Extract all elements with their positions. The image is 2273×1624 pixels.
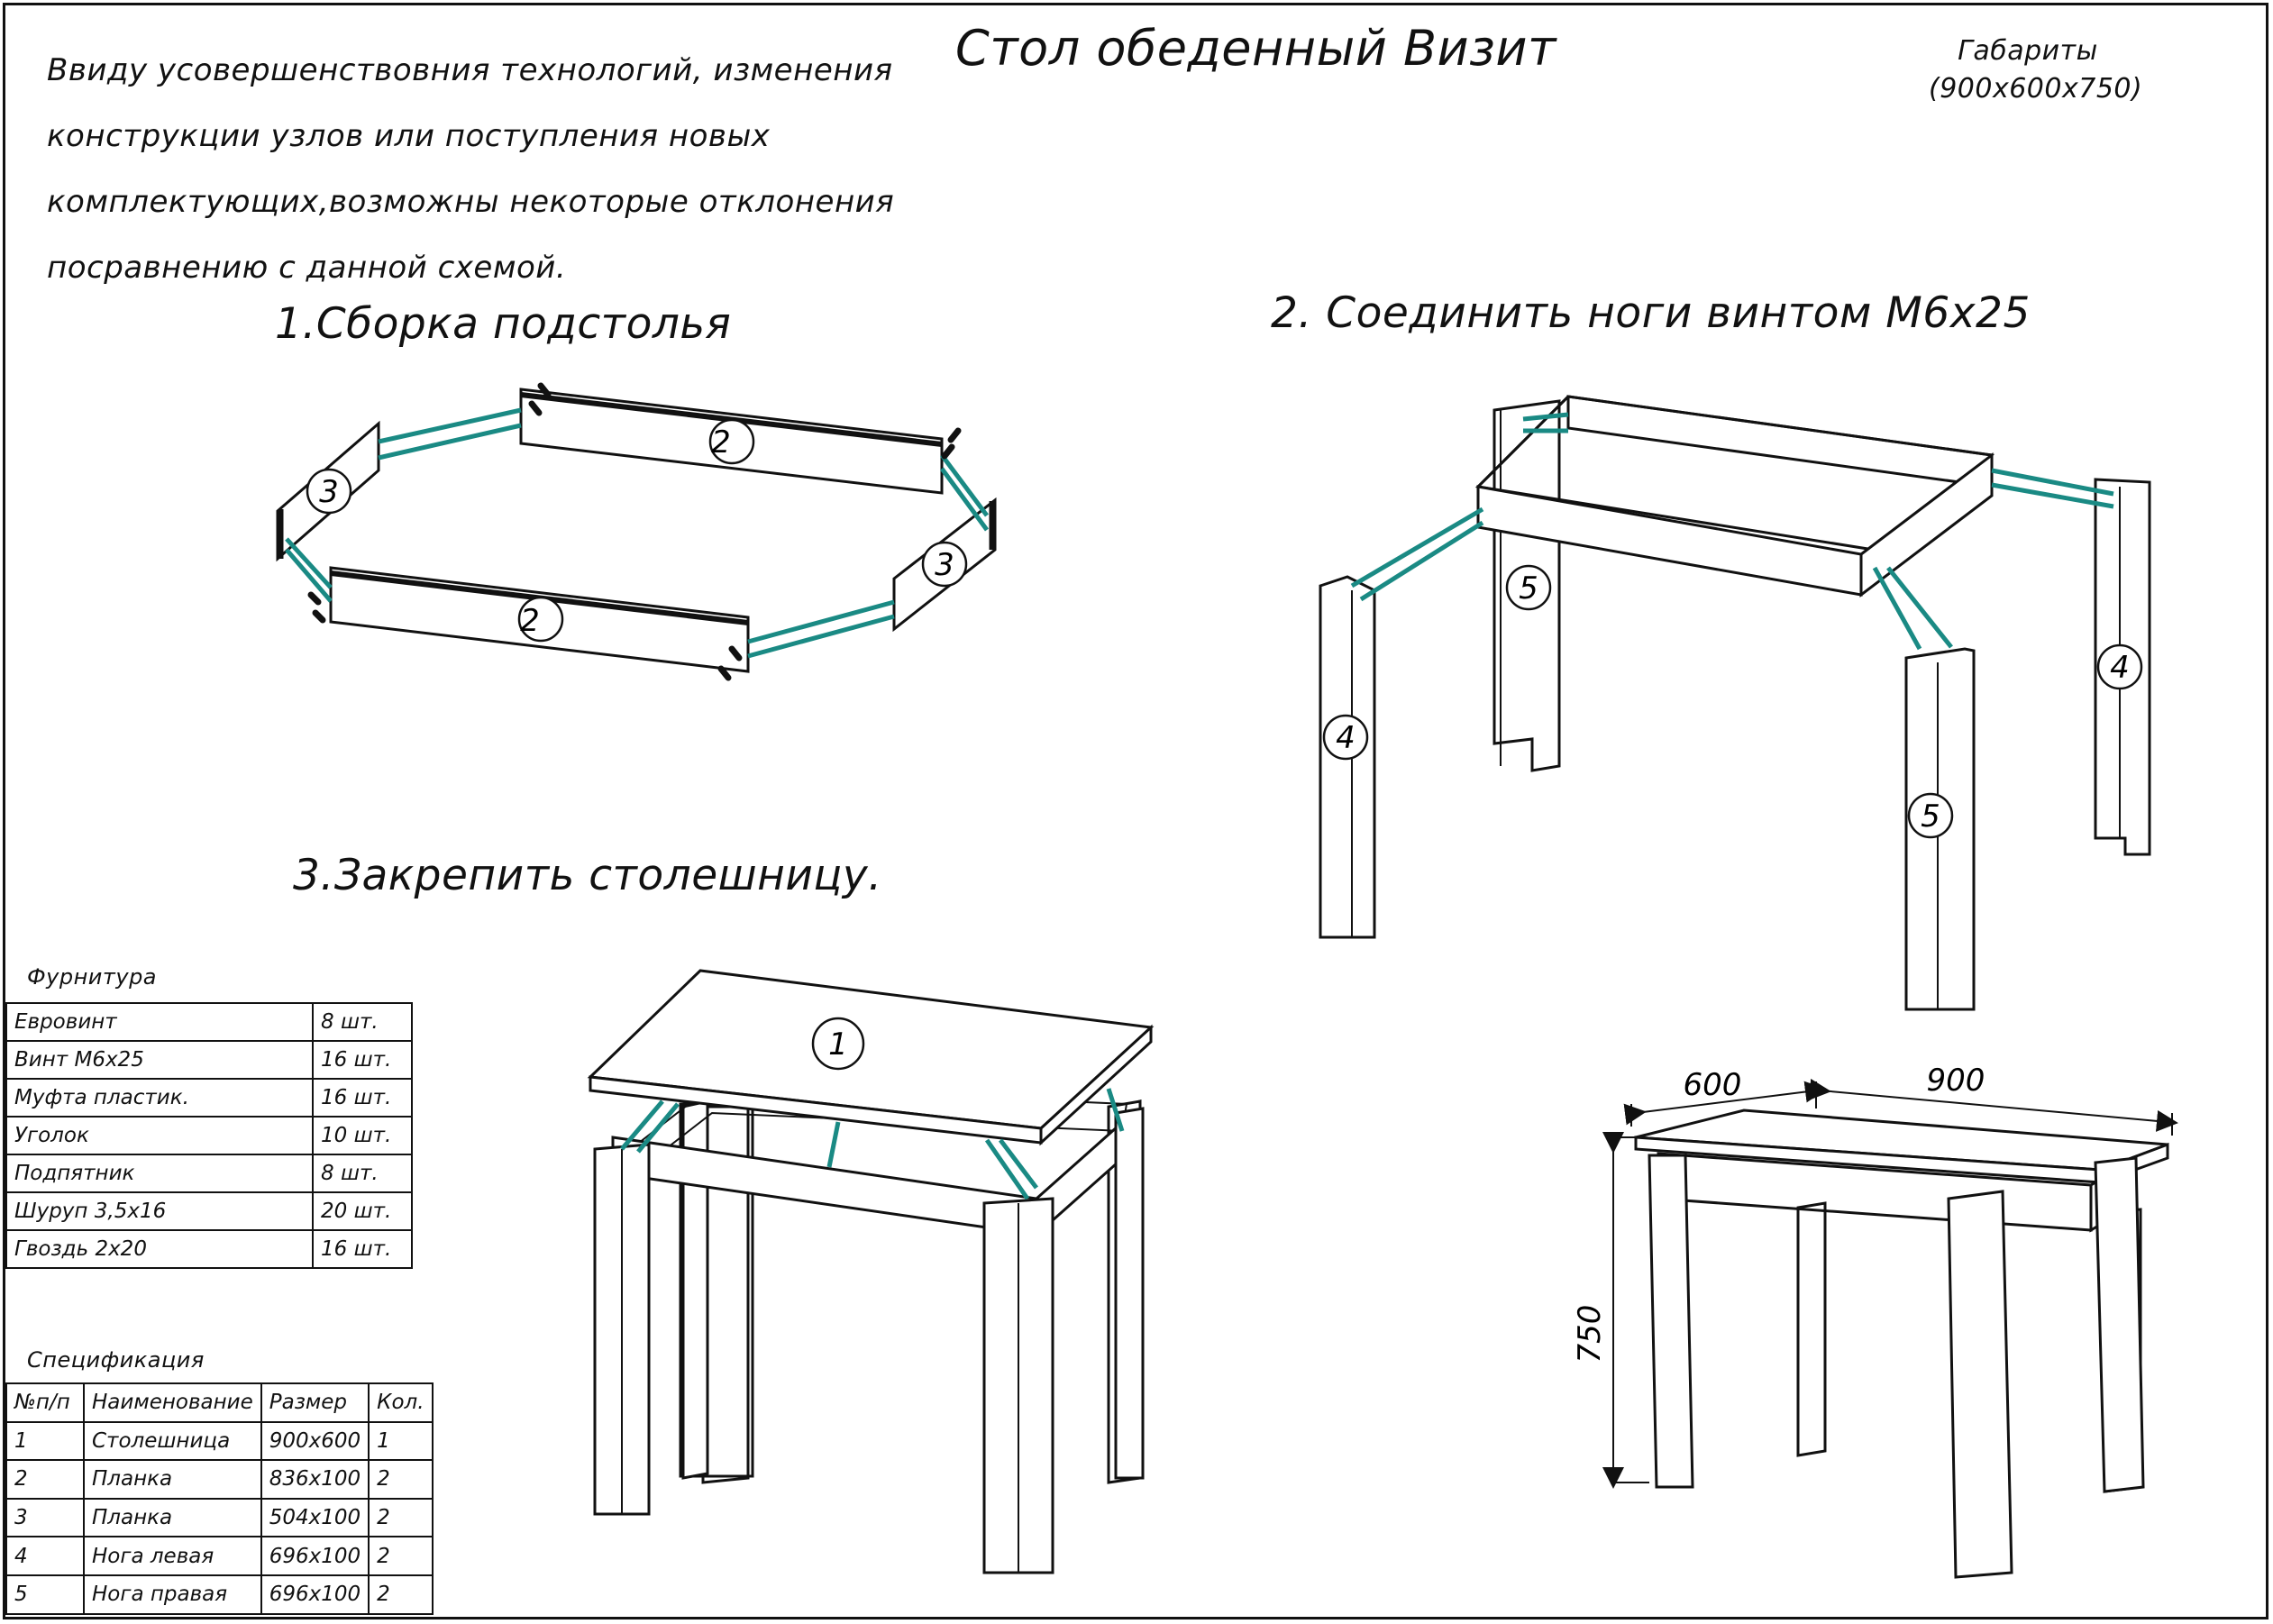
step-3-drawing xyxy=(587,969,1155,1574)
label-part-3: 3 xyxy=(319,474,339,510)
fitting-qty: 8 шт. xyxy=(312,1002,413,1042)
part-labels: 2 2 3 3 5 4 4 5 1 600 900 750 xyxy=(319,424,2130,1363)
step-2-drawing xyxy=(1319,395,2151,1011)
fitting-qty: 16 шт. xyxy=(312,1040,413,1080)
dimensions-value: (900х600х750) xyxy=(1929,73,2143,105)
fittings-caption: Фурнитура xyxy=(27,964,158,990)
cell: 2 xyxy=(5,1459,85,1500)
dimension-lines xyxy=(1602,1078,2178,1489)
step-1-drawing xyxy=(276,382,997,681)
cell: Столешница xyxy=(83,1420,262,1462)
dowel-connectors xyxy=(285,407,990,659)
leg-front-right xyxy=(1947,1190,2013,1579)
column-header: Наименование xyxy=(83,1382,262,1423)
fitting-name: Муфта пластик. xyxy=(5,1078,314,1118)
fitting-name: Винт М6х25 xyxy=(5,1040,314,1080)
drawing-frame xyxy=(3,3,2268,1619)
step-3-heading: 3.Закрепить столешницу. xyxy=(293,851,882,900)
tabletop-edge-side xyxy=(1039,1024,1153,1146)
cell: 2 xyxy=(368,1536,434,1576)
cell: 900х600 xyxy=(260,1420,370,1462)
cell: 1 xyxy=(368,1420,434,1462)
dimension-length: 900 xyxy=(1927,1063,1985,1099)
cell: Планка xyxy=(83,1497,262,1538)
cell: Нога левая xyxy=(83,1536,262,1576)
fitting-qty: 16 шт. xyxy=(312,1229,413,1269)
table-header-row: №п/п Наименование Размер Кол. xyxy=(5,1382,434,1423)
fitting-name: Уголок xyxy=(5,1116,314,1155)
corner-brackets xyxy=(620,1088,1125,1200)
cell: 504х100 xyxy=(260,1497,370,1538)
label-part-5: 5 xyxy=(1921,798,1940,835)
label-part-2: 2 xyxy=(711,424,731,461)
label-part-4: 4 xyxy=(1336,720,1356,756)
cell: 4 xyxy=(5,1536,85,1576)
leg-back-right-2 xyxy=(1114,1107,1145,1480)
cell: 2 xyxy=(368,1497,434,1538)
cell: 836х100 xyxy=(260,1459,370,1500)
cell: 2 xyxy=(368,1574,434,1615)
leg-back-right xyxy=(2094,1156,2145,1493)
fitting-qty: 20 шт. xyxy=(312,1191,413,1231)
column-header: №п/п xyxy=(5,1382,85,1423)
dimensioned-drawing xyxy=(1602,1078,2178,1579)
step-1-heading: 1.Сборка подстолья xyxy=(275,299,732,349)
note-line: посравнению с данной схемой. xyxy=(47,250,567,286)
fitting-name: Евровинт xyxy=(5,1002,314,1042)
label-part-1: 1 xyxy=(828,1026,848,1063)
fitting-qty: 10 шт. xyxy=(312,1116,413,1155)
label-part-4: 4 xyxy=(2110,650,2130,686)
specification-caption: Спецификация xyxy=(27,1347,205,1373)
cell: 2 xyxy=(368,1459,434,1500)
cell: 5 xyxy=(5,1574,85,1615)
dimensions-block: Габариты (900х600х750) xyxy=(1929,32,2143,108)
apron-front xyxy=(611,1136,1038,1236)
fitting-qty: 8 шт. xyxy=(312,1154,413,1193)
dimension-height: 750 xyxy=(1572,1305,1608,1364)
label-part-2: 2 xyxy=(520,603,540,639)
cell: 1 xyxy=(5,1420,85,1462)
column-header: Кол. xyxy=(368,1382,434,1423)
step-2-heading: 2. Соединить ноги винтом М6х25 xyxy=(1271,288,2031,338)
dimensions-label: Габариты xyxy=(1958,35,2098,67)
leg-front-left xyxy=(1648,1154,1694,1489)
fitting-name: Гвоздь 2х20 xyxy=(5,1229,314,1269)
screw-connectors xyxy=(1350,412,2114,651)
cell: Нога правая xyxy=(83,1574,262,1615)
dimension-width: 600 xyxy=(1684,1067,1742,1103)
apron-side xyxy=(1859,452,1994,598)
euro-screws xyxy=(307,382,962,681)
cell: 3 xyxy=(5,1497,85,1538)
fitting-name: Шуруп 3,5х16 xyxy=(5,1191,314,1231)
cell: 696х100 xyxy=(260,1536,370,1576)
cell: Планка xyxy=(83,1459,262,1500)
cell: 696х100 xyxy=(260,1574,370,1615)
column-header: Размер xyxy=(260,1382,370,1423)
fitting-qty: 16 шт. xyxy=(312,1078,413,1118)
label-part-5: 5 xyxy=(1519,570,1538,607)
note-line: конструкции узлов или поступления новых xyxy=(47,118,771,154)
label-part-3: 3 xyxy=(935,547,954,583)
table-row: Муфта пластик.16 шт. xyxy=(5,1078,413,1118)
drawing-title: Стол обеденный Визит xyxy=(955,20,1556,77)
fitting-name: Подпятник xyxy=(5,1154,314,1193)
